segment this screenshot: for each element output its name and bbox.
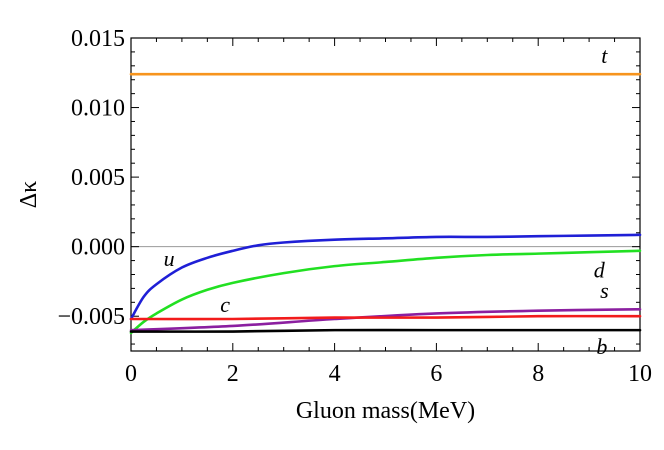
ticks: 0 2 4 6 8 10 −0.005 0.000 0.005 0.010 0.015 [57, 26, 652, 387]
x-tick-label: 8 [532, 361, 544, 387]
y-tick-label: 0.000 [71, 235, 125, 261]
series-line-b [129, 328, 642, 333]
x-tick-label: 6 [430, 361, 442, 387]
series-line-s [129, 307, 642, 332]
series-lines [129, 72, 642, 335]
y-tick-label: 0.005 [71, 165, 125, 191]
x-axis-title: Gluon mass(MeV) [296, 398, 475, 424]
curve-labels: t u ds c b [164, 43, 609, 359]
plot-frame [130, 37, 641, 352]
series-line-d [129, 249, 642, 335]
curve-label-u: u [164, 246, 175, 271]
x-tick-label: 4 [329, 361, 341, 387]
curve-label-b: b [596, 334, 607, 359]
y-tick-label: −0.005 [57, 304, 125, 330]
curve-label-d: d [594, 257, 606, 282]
curve-label-s: s [600, 278, 609, 303]
axes [130, 37, 641, 352]
curve-label-c: c [220, 292, 230, 317]
x-tick-label: 2 [227, 361, 239, 387]
x-tick-label: 0 [125, 361, 137, 387]
series-line-u [129, 233, 642, 321]
y-tick-label: 0.015 [71, 26, 125, 52]
y-axis-title: Δκ [16, 181, 42, 209]
x-tick-label: 10 [628, 361, 652, 387]
curve-label-t: t [601, 43, 608, 68]
series-line-c [129, 314, 642, 321]
y-tick-label: 0.010 [71, 96, 125, 122]
